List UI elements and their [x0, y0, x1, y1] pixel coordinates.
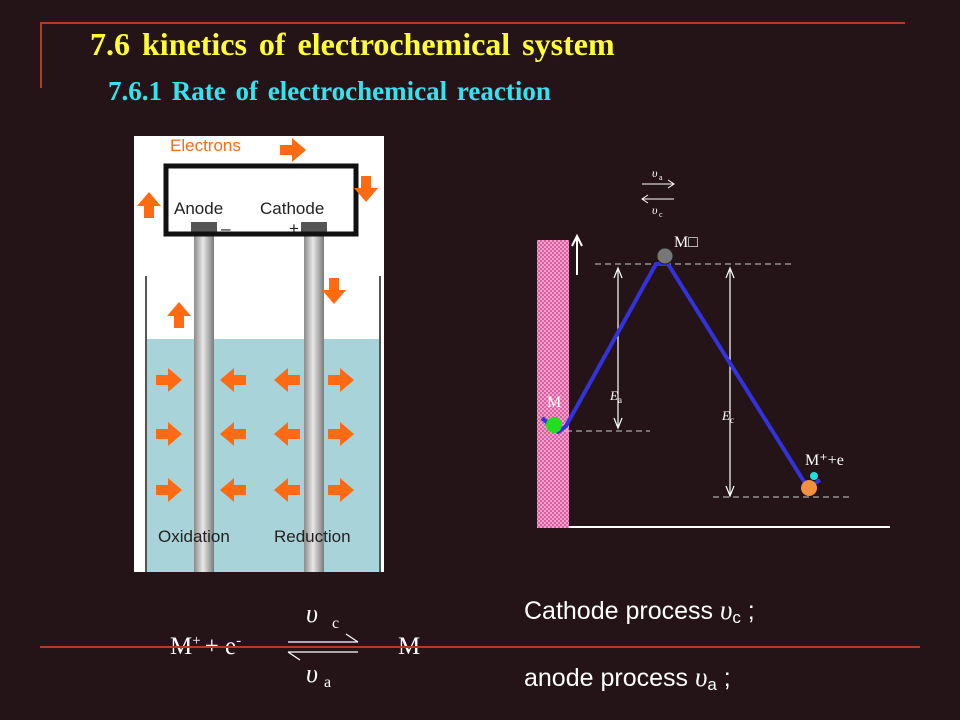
cathode-rate-symbol: υ: [719, 595, 733, 625]
reduction-label: Reduction: [274, 527, 351, 546]
slide-subtitle: 7.6.1 Rate of electrochemical reaction: [108, 76, 551, 106]
cathode-rate-subscript: c: [732, 608, 741, 627]
rate-c-symbol: υ: [652, 203, 658, 217]
cathode-process-label: Cathode process: [524, 597, 720, 625]
ec-arrow: [725, 266, 735, 498]
metal-label: M: [547, 394, 561, 411]
anode-process-label: anode process: [524, 664, 695, 692]
ion-electron-label: M⁺+e: [805, 452, 844, 469]
lower-rate-symbol: υ: [306, 659, 318, 688]
electrons-label: Electrons: [170, 136, 241, 155]
equilibrium-arrows: [287, 633, 359, 661]
slide-title: 7.6 kinetics of electrochemical system: [90, 26, 615, 62]
rate-a-subscript: a: [659, 173, 663, 182]
ea-label: Ea: [609, 388, 622, 405]
rate-a-symbol: υ: [652, 166, 658, 180]
external-circuit-wire: [163, 163, 359, 237]
electron-flow-up-arrow: [137, 192, 161, 218]
rate-arrows: υ a υ c: [641, 166, 675, 219]
ion-ball: [801, 480, 817, 496]
upper-rate-subscript: c: [332, 615, 339, 632]
anode-up-arrow: [167, 302, 191, 328]
transition-state-ball: [656, 247, 674, 265]
energy-diagram: υ a υ c M□ M M⁺+e Ea Ec: [520, 160, 920, 540]
anode-process-end: ;: [716, 664, 731, 692]
energy-curve: [540, 262, 822, 490]
lower-rate-subscript: a: [324, 674, 331, 690]
cathode-down-arrow: [322, 278, 346, 304]
anode-label: Anode: [174, 199, 223, 218]
electrochemical-cell-figure: Electrons Anode Cathode – + Oxidation Re…: [134, 136, 384, 572]
anode-rate-symbol: υ: [694, 662, 708, 692]
cathode-rod: [304, 232, 324, 572]
top-rule: [40, 22, 905, 24]
rate-c-subscript: c: [659, 210, 663, 219]
cathode-sign: +: [289, 219, 299, 238]
anode-rod: [194, 232, 214, 572]
upper-rate-symbol: υ: [306, 599, 318, 628]
reaction-equation: υ c M++ e- M υ a: [150, 590, 450, 691]
cathode-label: Cathode: [260, 199, 324, 218]
cathode-process-end: ;: [740, 597, 755, 625]
ec-label: Ec: [721, 408, 734, 425]
metal-atom-ball: [546, 417, 562, 433]
oxidation-label: Oxidation: [158, 527, 230, 546]
ea-arrow: [613, 266, 623, 430]
anode-rate-subscript: a: [707, 675, 717, 694]
electron-ball: [810, 472, 818, 480]
cathode-process-text: Cathode process υc ;: [524, 595, 755, 628]
transition-state-label: M□: [674, 234, 698, 251]
energy-axis-arrow: [571, 233, 583, 247]
anode-clip: [191, 222, 217, 234]
anode-process-text: anode process υa ;: [524, 662, 731, 695]
metal-electrode: [537, 240, 569, 528]
left-rule: [40, 22, 42, 88]
electron-flow-right-arrow: [280, 138, 306, 162]
cathode-clip: [301, 222, 327, 234]
anode-sign: –: [221, 219, 231, 238]
bottom-rule: [40, 646, 920, 648]
